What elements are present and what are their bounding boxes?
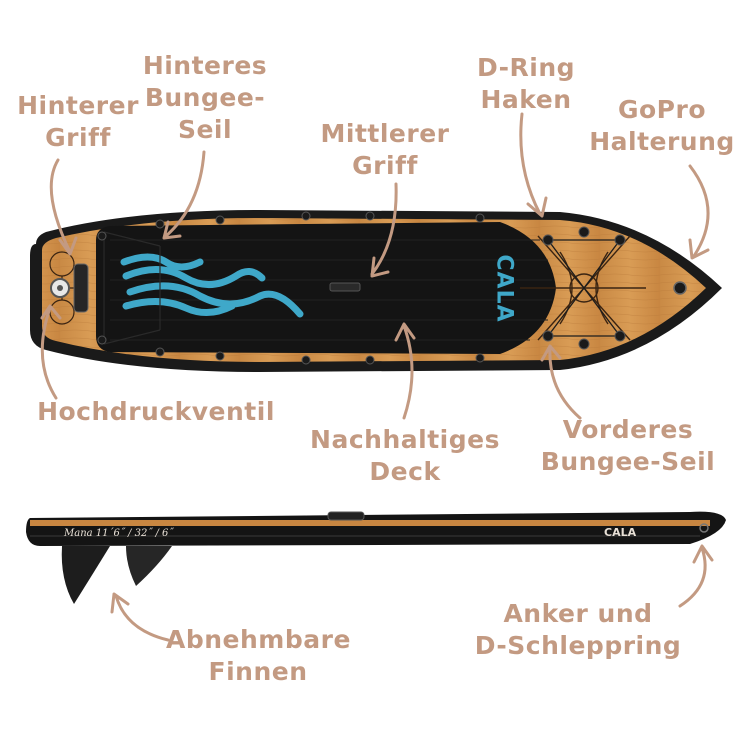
side-wood-stripe (30, 520, 710, 526)
label-valve-line1: Hochdruckventil (37, 397, 275, 426)
label-d-ring-line1: D-Ring (476, 53, 576, 82)
d-rings (97, 211, 626, 365)
label-front-bungee-line1: Vorderes (562, 415, 694, 444)
brand-logo-top: CALA (491, 254, 517, 323)
label-rear-handle: Hinterer Griff (12, 90, 144, 154)
label-gopro: GoPro Halterung (584, 94, 740, 158)
label-d-ring: D-Ring Haken (464, 52, 588, 116)
label-anchor: Anker und D-Schleppring (468, 598, 688, 662)
fin-center (61, 546, 110, 604)
pointer-arrows (40, 112, 714, 642)
label-deck-line2: Deck (369, 457, 441, 486)
label-rear-bungee-line2: Bungee- (144, 83, 266, 112)
label-anchor-line1: Anker und (503, 599, 653, 628)
label-fins-line2: Finnen (208, 657, 308, 686)
arrow-rear-handle (49, 158, 78, 256)
label-rear-bungee-line3: Seil (177, 115, 233, 144)
board-top-view (30, 210, 722, 372)
tow-ring (699, 523, 709, 533)
label-rear-bungee: Hinteres Bungee- Seil (136, 50, 274, 146)
label-gopro-line1: GoPro (617, 95, 707, 124)
side-print-text: Mana 11´6˝ / 32˝ / 6˝ (64, 528, 174, 539)
label-rear-bungee-line1: Hinteres (142, 51, 268, 80)
arrow-center-handle (370, 182, 398, 278)
front-bungee (547, 239, 621, 337)
wave-graphic (120, 253, 304, 318)
label-rear-handle-line2: Griff (45, 123, 111, 152)
label-center-handle: Mittlerer Griff (310, 118, 460, 182)
brand-logo-side: CALA (604, 526, 637, 539)
arrow-fins (110, 592, 170, 642)
side-handle (327, 511, 365, 521)
label-front-bungee: Vorderes Bungee-Seil (530, 414, 726, 478)
label-fins-line1: Abnehmbare (166, 625, 351, 654)
arrow-d-ring (519, 112, 548, 218)
gopro-mount (673, 281, 687, 295)
arrow-anchor (678, 544, 714, 608)
center-handle (329, 282, 361, 292)
label-anchor-line2: D-Schleppring (474, 631, 682, 660)
arrow-front-bungee (540, 344, 582, 420)
label-rear-handle-line1: Hinterer (17, 91, 139, 120)
deck-pad (96, 222, 556, 354)
label-gopro-line2: Halterung (589, 127, 735, 156)
arrow-valve (40, 304, 62, 400)
fin-side (126, 546, 172, 586)
label-center-handle-line2: Griff (352, 151, 418, 180)
board-side-view (26, 511, 726, 604)
label-valve: Hochdruckventil (32, 396, 280, 428)
arrow-rear-bungee (162, 150, 206, 240)
label-front-bungee-line2: Bungee-Seil (540, 447, 716, 476)
arrow-deck (394, 322, 416, 420)
rear-bungee (103, 231, 161, 345)
label-d-ring-line2: Haken (480, 85, 572, 114)
arrow-gopro (688, 164, 710, 260)
rear-handle (73, 263, 89, 313)
label-fins: Abnehmbare Finnen (166, 624, 350, 688)
label-deck: Nachhaltiges Deck (304, 424, 506, 488)
label-deck-line1: Nachhaltiges (310, 425, 500, 454)
label-center-handle-line1: Mittlerer (320, 119, 450, 148)
